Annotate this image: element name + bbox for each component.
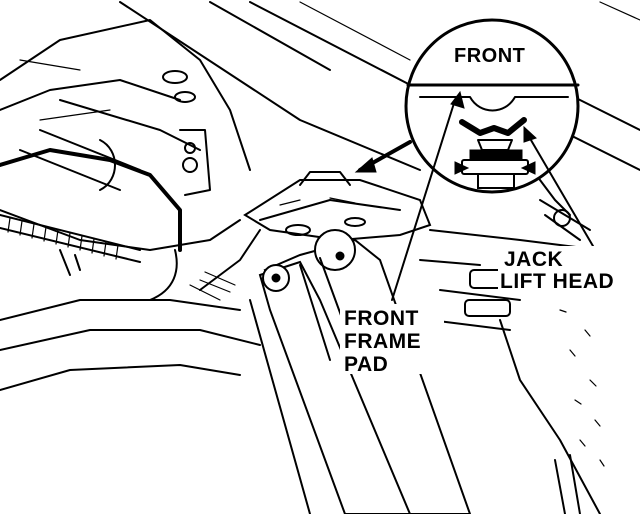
callout-front-frame-pad: FRONT FRAME PAD — [340, 304, 444, 376]
front-frame-pad-line-2: FRAME — [344, 330, 421, 353]
front-frame-pad-leader — [391, 90, 465, 301]
jack-lift-head-line-1: JACK — [504, 248, 563, 271]
front-frame-pad-line-1: FRONT — [344, 307, 419, 330]
jack-arm — [249, 229, 472, 514]
inset-pointer-arrow — [354, 140, 412, 173]
frame-pad-bracket — [243, 171, 432, 242]
detail-inset — [404, 18, 580, 194]
inset-label: FRONT — [454, 45, 525, 67]
front-frame-pad-line-3: PAD — [344, 353, 388, 376]
jack-lift-head-leader — [523, 125, 601, 259]
callout-jack-lift-head: JACK LIFT HEAD — [498, 246, 616, 293]
jack-lift-head-line-2: LIFT HEAD — [500, 270, 614, 293]
